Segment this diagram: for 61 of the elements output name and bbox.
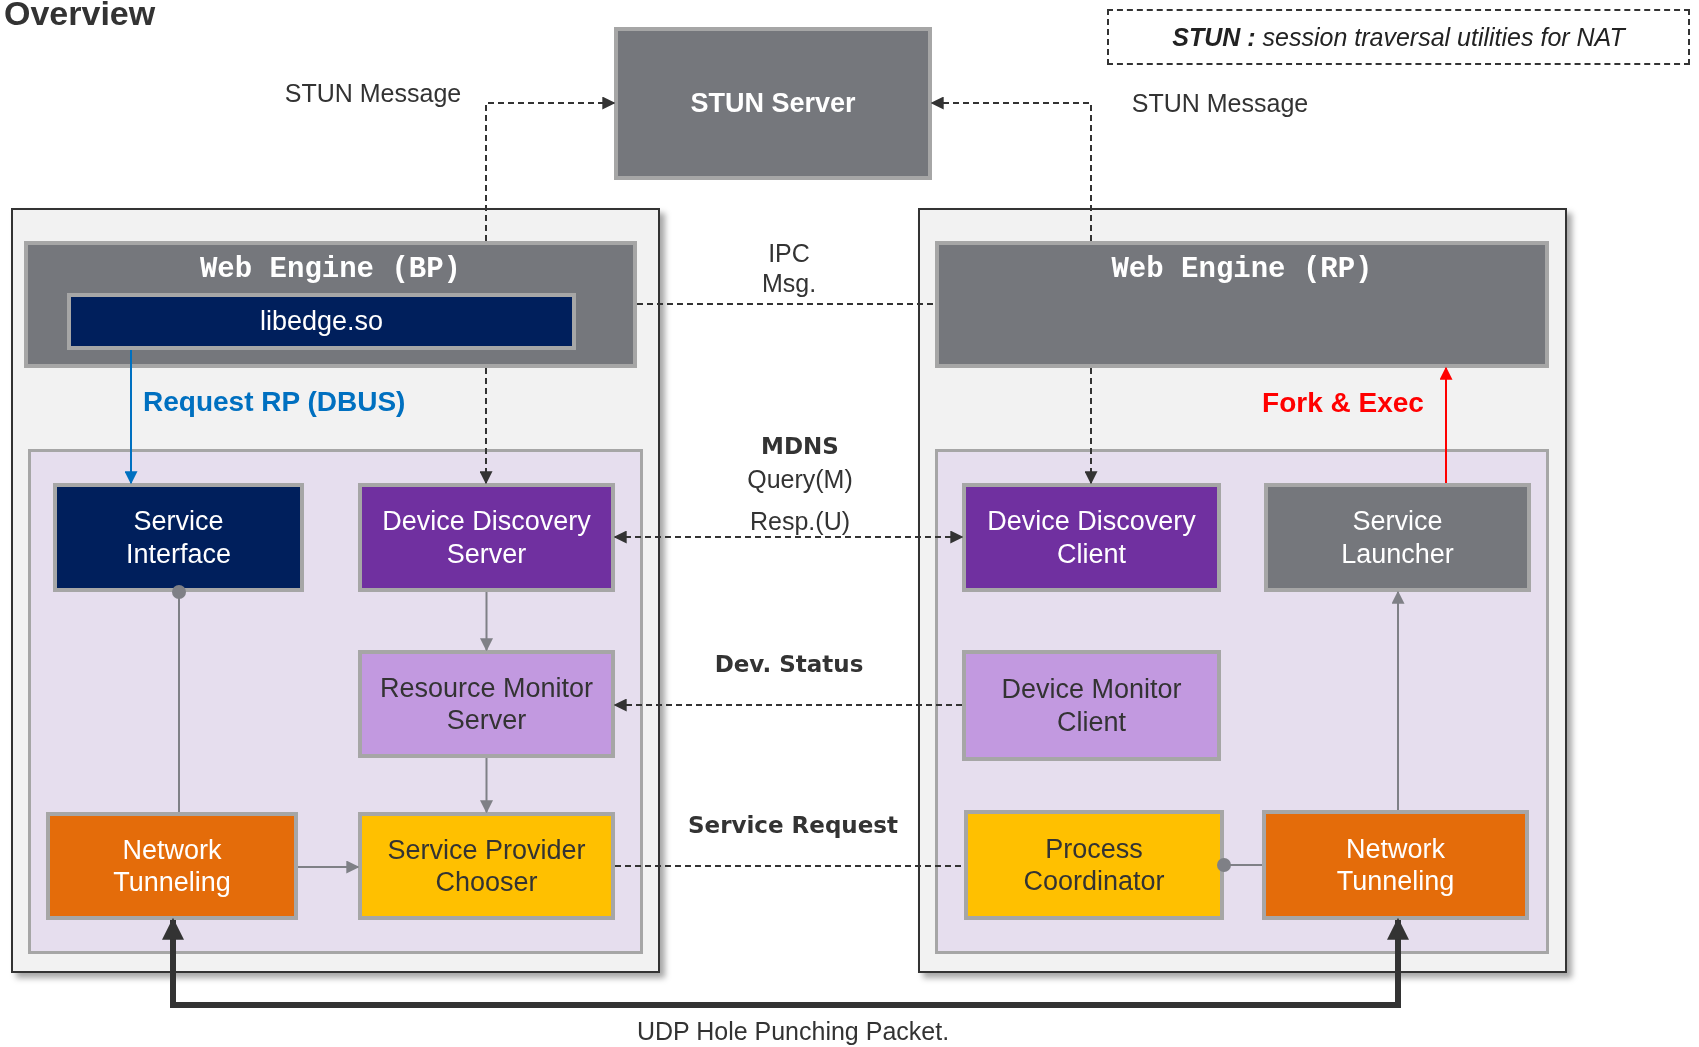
arrow	[1439, 366, 1453, 484]
annotation-text: Query(M)	[747, 464, 853, 494]
engine-title: Web Engine (RP)	[1110, 253, 1374, 288]
process-box	[358, 483, 615, 592]
process-box	[1262, 810, 1529, 920]
engine-box	[24, 241, 637, 368]
box-label: Process Coordinator	[1022, 832, 1166, 898]
process-box	[1264, 483, 1531, 592]
process-box	[46, 812, 298, 920]
process-box	[962, 483, 1221, 592]
box-label: Device Discovery Server	[381, 505, 592, 570]
arrow	[480, 757, 493, 814]
arrow	[613, 530, 964, 544]
process-box	[358, 650, 615, 758]
device-panel	[918, 208, 1567, 973]
box-label: Device Discovery Client	[986, 505, 1197, 570]
arrow	[124, 349, 138, 485]
arrow	[930, 96, 1092, 242]
box-label: STUN Server	[689, 87, 857, 120]
arrow	[162, 917, 1409, 1008]
box-label: Service Launcher	[1340, 505, 1455, 570]
arrow	[613, 698, 963, 712]
connector-line	[1217, 858, 1263, 872]
module-group	[935, 449, 1549, 954]
edge-label: UDP Hole Punching Packet.	[636, 1016, 950, 1046]
arrow	[297, 860, 360, 874]
box-label: Network Tunneling	[1335, 832, 1456, 898]
module-group	[28, 449, 643, 954]
engine-box	[935, 241, 1549, 368]
note-box	[1107, 9, 1690, 65]
box-label: Service Interface	[124, 505, 233, 570]
box-label: libedge.so	[258, 305, 385, 338]
engine-title: Web Engine (BP)	[198, 253, 462, 288]
note-text: STUN : session traversal utilities for NAT	[1171, 22, 1628, 52]
process-box	[962, 650, 1221, 761]
arrow	[479, 367, 493, 485]
server-box	[614, 27, 932, 180]
process-box	[67, 293, 576, 350]
title: Overview	[4, 0, 156, 33]
edge-label: IPC Msg.	[760, 238, 818, 298]
process-box	[964, 810, 1224, 920]
box-label: Resource Monitor Server	[378, 671, 595, 737]
process-box	[358, 812, 615, 920]
annotation-text: MDNS	[761, 433, 839, 461]
edge-label: Fork & Exec	[1262, 386, 1424, 420]
edge-label: Dev. Status	[714, 651, 864, 679]
edge-label: STUN Message	[284, 78, 462, 108]
box-label: Network Tunneling	[112, 833, 232, 899]
edge-label: Service Request	[687, 812, 899, 840]
box-label: Service Provider Chooser	[386, 833, 587, 899]
arrow	[1084, 367, 1098, 485]
edge-label: Request RP (DBUS)	[143, 385, 406, 419]
connector-line	[636, 303, 936, 305]
arrow	[1391, 590, 1405, 811]
connector-line	[172, 585, 186, 813]
process-box	[53, 483, 304, 592]
box-label: Device Monitor Client	[1000, 673, 1183, 738]
arrow	[485, 96, 616, 242]
device-panel	[11, 208, 660, 973]
arrow	[480, 591, 493, 652]
edge-label: STUN Message	[1131, 88, 1309, 118]
